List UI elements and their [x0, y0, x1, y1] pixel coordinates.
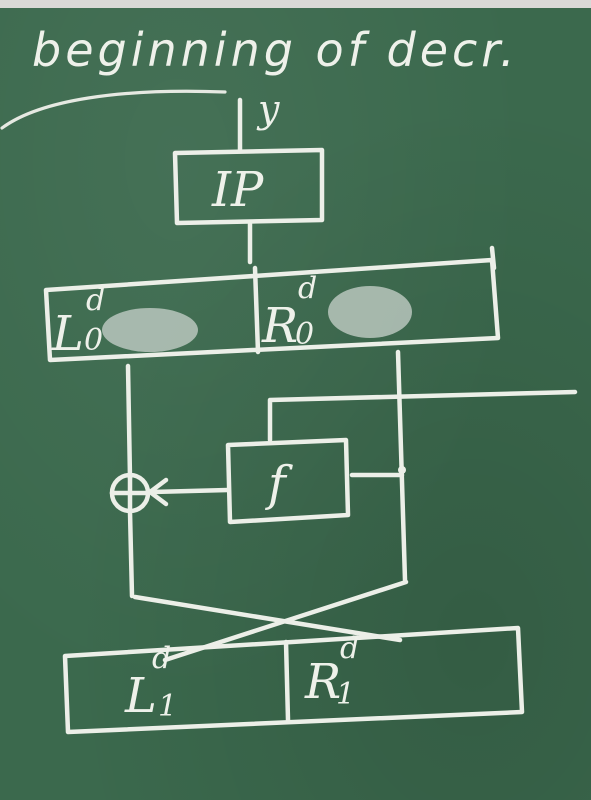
f-box: [225, 437, 351, 525]
svg-text:d: d: [152, 641, 171, 676]
svg-text:R: R: [304, 654, 341, 710]
f-to-xor-line: [149, 487, 231, 495]
r0-down-line: [395, 349, 408, 583]
input-label: y: [256, 87, 280, 131]
svg-text:d: d: [86, 283, 105, 318]
eraser-smudge-left: [102, 308, 198, 352]
svg-text:0: 0: [84, 323, 103, 358]
l0r0-top-tick: [489, 245, 497, 271]
l0r0-divider: [252, 265, 261, 355]
key-input-line: [267, 389, 578, 443]
svg-text:1: 1: [158, 689, 177, 724]
l0r0-register: [43, 257, 501, 363]
ip-label: IP: [211, 162, 264, 218]
svg-text:d: d: [298, 271, 317, 306]
f-label: f: [265, 456, 293, 512]
side-arc: [0, 89, 227, 130]
r1-label: R 1 d: [304, 631, 359, 712]
diagram-title: beginning of decr.: [32, 23, 519, 77]
svg-text:R: R: [261, 298, 298, 354]
cross-line-left-to-right: [132, 594, 403, 643]
svg-text:L: L: [51, 306, 84, 362]
svg-text:d: d: [340, 631, 359, 666]
svg-text:L: L: [124, 668, 157, 724]
ip-box: [172, 147, 325, 226]
xor-down-line: [127, 509, 135, 599]
l1r1-divider: [283, 639, 291, 723]
l1-label: L 1 d: [124, 641, 177, 724]
l0-label: L 0 d: [51, 283, 105, 362]
svg-text:1: 1: [336, 677, 355, 712]
svg-text:0: 0: [295, 317, 314, 352]
eraser-smudge-right: [328, 286, 412, 338]
l0-down-line: [125, 363, 133, 481]
top-frame: [0, 0, 591, 8]
junction-dot: [398, 466, 406, 474]
r0-label: R 0 d: [261, 271, 317, 354]
l1r1-register: [62, 625, 525, 735]
